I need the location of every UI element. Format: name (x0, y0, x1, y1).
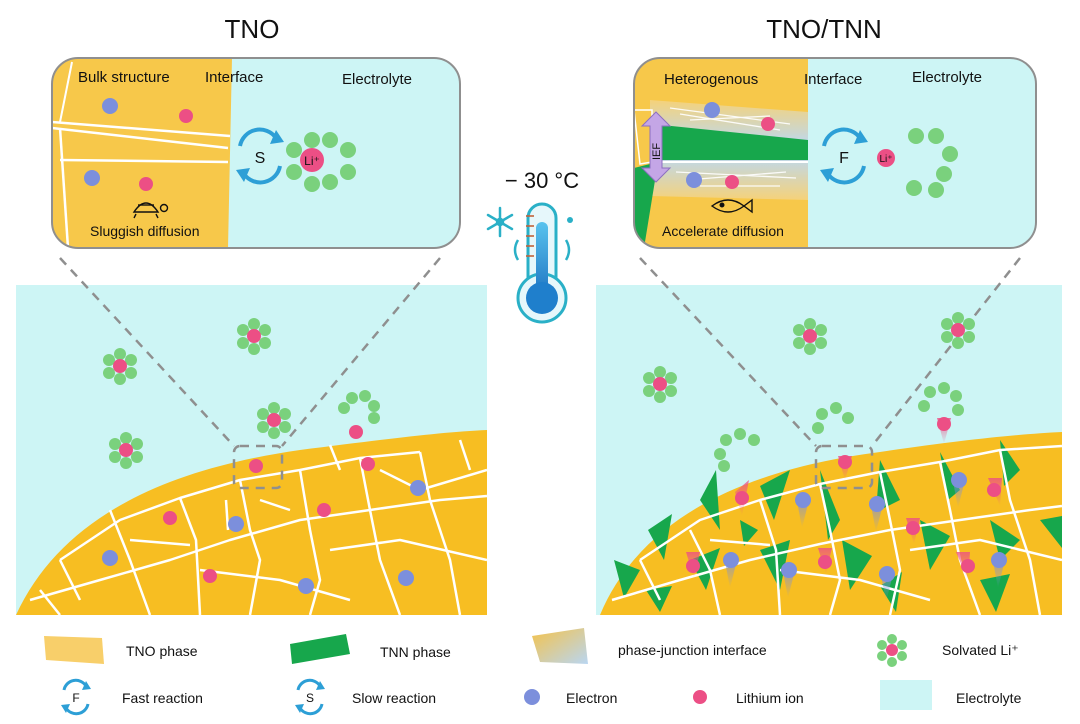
right-particles (686, 417, 1007, 602)
electron-trail (781, 562, 797, 598)
turtle-icon (132, 202, 169, 219)
right-title: TNO/TNN (766, 14, 882, 44)
legend-label: Electron (566, 690, 617, 706)
legend-symbol: S (306, 691, 314, 705)
legend-label: phase-junction interface (618, 642, 767, 658)
right-main-panel (596, 257, 1062, 615)
lithium-dot (179, 109, 193, 123)
legend-phase-junction: phase-junction interface (532, 628, 767, 664)
lithium-ion-trail (838, 455, 852, 480)
electron-trail (879, 566, 895, 602)
temperature-indicator: − 30 °C (486, 168, 579, 324)
legend-label: Lithium ion (736, 690, 804, 706)
legend-solvated-li: Solvated Li⁺ (877, 634, 1019, 667)
temperature-label: − 30 °C (505, 168, 579, 193)
electron-dot (686, 172, 702, 188)
electron-dot (102, 98, 118, 114)
electron-trail (869, 496, 885, 532)
left-particles (102, 425, 426, 594)
left-main-panel (16, 257, 487, 615)
fish-icon (710, 198, 753, 214)
electron-trail (795, 492, 811, 528)
lithium-dot (139, 177, 153, 191)
electron-dot (84, 170, 100, 186)
legend-label: Electrolyte (956, 690, 1022, 706)
thermometer-icon (513, 202, 573, 324)
fast-reaction-icon: F (820, 127, 868, 185)
heterogenous-label: Heterogenous (664, 71, 758, 88)
right-interface-label: Interface (804, 71, 862, 88)
lithium-ion-trail (906, 518, 920, 544)
legend-label: Solvated Li⁺ (942, 642, 1019, 658)
li-ion: Li⁺ (877, 149, 895, 167)
legend-tnn-phase: TNN phase (290, 634, 451, 664)
legend-lithium-ion: Lithium ion (693, 690, 804, 706)
legend-slow-reaction: S Slow reaction (295, 678, 436, 716)
legend-symbol: F (72, 691, 79, 705)
electron-trail (951, 472, 967, 508)
right-inset: Heterogenous Interface Electrolyte IEF F… (633, 57, 1037, 249)
left-electrolyte-label: Electrolyte (342, 71, 412, 88)
legend-tno-phase: TNO phase (44, 636, 198, 664)
legend: TNO phase TNN phase phase-junction inter… (44, 628, 1022, 716)
bulk-structure-label: Bulk structure (78, 69, 170, 86)
li-label: Li⁺ (879, 154, 892, 165)
lithium-ion-trail (735, 480, 749, 516)
lithium-dot (725, 175, 739, 189)
right-electrolyte-label: Electrolyte (912, 69, 982, 86)
left-inset: Bulk structure Interface Electrolyte S L… (51, 57, 461, 249)
ief-arrow: IEF (640, 111, 672, 183)
legend-electrolyte: Electrolyte (880, 680, 1022, 710)
solvated-li-cluster: Li⁺ (286, 132, 356, 192)
legend-label: TNN phase (380, 644, 451, 660)
legend-label: Slow reaction (352, 690, 436, 706)
lithium-ion-trail (987, 478, 1002, 506)
left-title: TNO (225, 14, 280, 44)
left-interface-label: Interface (205, 69, 263, 86)
slow-reaction-icon: S (236, 127, 284, 185)
slow-reaction-symbol: S (255, 150, 266, 167)
solvated-li-clusters-left (103, 318, 380, 469)
legend-fast-reaction: F Fast reaction (61, 678, 203, 716)
sluggish-diffusion-label: Sluggish diffusion (90, 223, 199, 239)
lithium-ion-trail (686, 552, 700, 578)
lithium-ion-trail (937, 417, 951, 444)
legend-electron: Electron (524, 689, 617, 706)
electron-trail (991, 552, 1007, 588)
lithium-dot (761, 117, 775, 131)
legend-label: Fast reaction (122, 690, 203, 706)
li-label: Li⁺ (304, 154, 320, 168)
lithium-ion-trail (956, 552, 975, 580)
electron-dot (704, 102, 720, 118)
electron-trail (723, 552, 739, 588)
snowflake-icon (486, 206, 514, 238)
fast-reaction-symbol: F (839, 150, 849, 167)
lithium-ion-trail (818, 548, 832, 574)
legend-label: TNO phase (126, 643, 198, 659)
solvated-li-clusters-right (643, 312, 975, 472)
accelerate-diffusion-label: Accelerate diffusion (662, 223, 784, 239)
open-solvent-shell (906, 128, 958, 198)
ief-label: IEF (651, 143, 663, 160)
